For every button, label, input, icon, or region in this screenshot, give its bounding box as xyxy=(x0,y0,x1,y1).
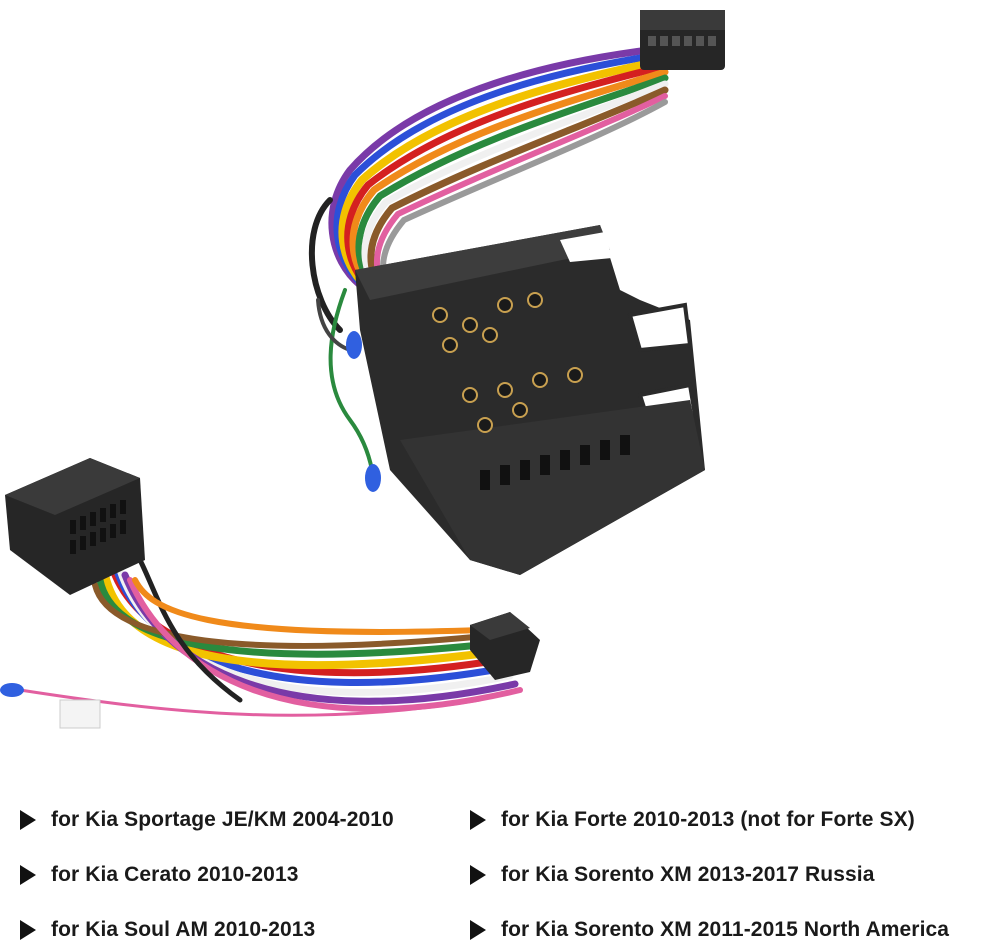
compatibility-label: for Kia Forte 2010-2013 (not for Forte S… xyxy=(501,808,915,831)
triangle-bullet-icon xyxy=(20,920,36,940)
compatibility-label: for Kia Sorento XM 2011-2015 North Ameri… xyxy=(501,918,950,941)
triangle-bullet-icon xyxy=(470,810,486,830)
compatibility-item: for Kia Sorento XM 2013-2017 Russia xyxy=(470,863,874,887)
kia-oem-connector-icon xyxy=(5,458,145,595)
wiring-harness-icon xyxy=(18,556,523,717)
16-pin-plug-icon xyxy=(470,612,540,680)
blue-cap-icon xyxy=(0,683,24,697)
compatibility-item: for Kia Cerato 2010-2013 xyxy=(20,863,299,887)
compatibility-item: for Kia Sportage JE/KM 2004-2010 xyxy=(20,808,394,832)
blue-cap-icon xyxy=(346,331,362,359)
triangle-bullet-icon xyxy=(470,920,486,940)
triangle-bullet-icon xyxy=(20,865,36,885)
compatibility-label: for Kia Soul AM 2010-2013 xyxy=(51,918,316,941)
blue-cap-icon xyxy=(365,464,381,492)
product-photo xyxy=(0,10,725,729)
compatibility-item: for Kia Sorento XM 2011-2015 North Ameri… xyxy=(470,918,949,942)
compatibility-label: for Kia Sportage JE/KM 2004-2010 xyxy=(51,808,394,831)
triangle-bullet-icon xyxy=(20,810,36,830)
compatibility-item: for Kia Soul AM 2010-2013 xyxy=(20,918,315,942)
label-tag-icon xyxy=(59,699,101,729)
compatibility-label: for Kia Cerato 2010-2013 xyxy=(51,863,299,886)
compatibility-item: for Kia Forte 2010-2013 (not for Forte S… xyxy=(470,808,915,832)
iso-connector-icon xyxy=(355,225,705,575)
compatibility-label: for Kia Sorento XM 2013-2017 Russia xyxy=(501,863,875,886)
triangle-bullet-icon xyxy=(470,865,486,885)
16-pin-plug-icon xyxy=(640,10,725,70)
